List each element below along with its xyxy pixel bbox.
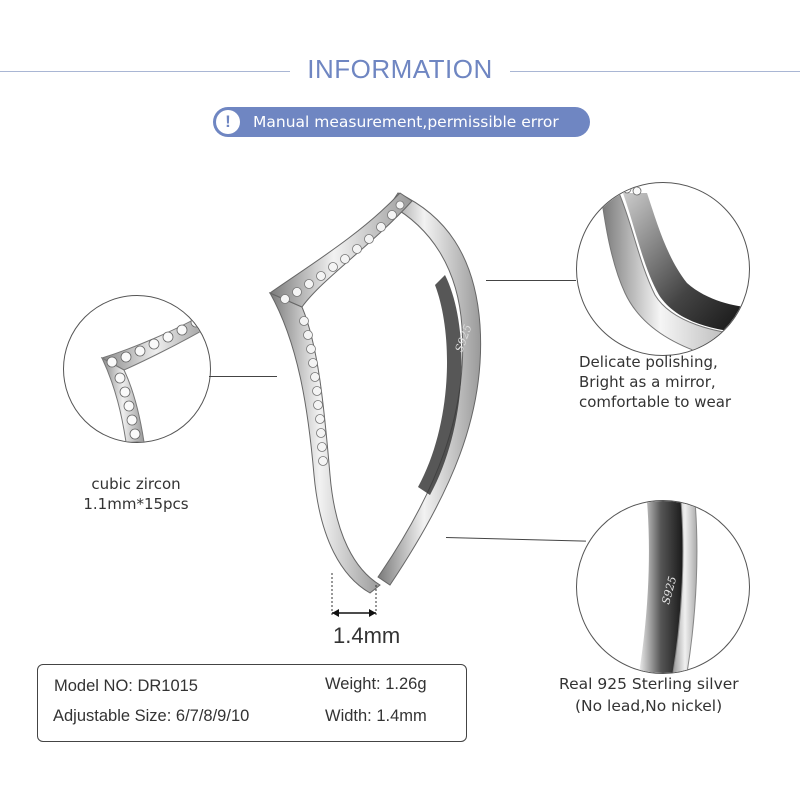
polish-pointer-line [486, 280, 576, 281]
spec-weight: Weight: 1.26g [325, 675, 427, 693]
silver-caption: Real 925 Sterling silver (No lead,No nic… [559, 674, 739, 716]
polish-closeup [576, 182, 750, 356]
zircon-caption-line2: 1.1mm*15pcs [83, 495, 189, 513]
spec-box: Model NO: DR1015 Weight: 1.26g Adjustabl… [37, 664, 467, 742]
exclamation-icon: ! [216, 110, 240, 134]
header-rule-left [0, 71, 290, 72]
zircon-pointer-line [209, 376, 277, 377]
zircon-caption: cubic zircon 1.1mm*15pcs [63, 474, 209, 514]
ring-image: S925 [268, 192, 482, 617]
spec-model: Model NO: DR1015 [54, 677, 198, 695]
polish-caption-line1: Delicate polishing, [579, 353, 718, 371]
width-measurement-label: 1.4mm [333, 623, 401, 648]
notice-badge: ! Manual measurement,permissible error [213, 107, 590, 137]
polish-caption-line2: Bright as a mirror, [579, 373, 716, 391]
silver-caption-line1: Real 925 Sterling silver [559, 675, 739, 693]
polish-caption-line3: comfortable to wear [579, 393, 732, 411]
polish-caption: Delicate polishing, Bright as a mirror, … [579, 352, 731, 412]
spec-width: Width: 1.4mm [325, 707, 427, 725]
zircon-caption-line1: cubic zircon [91, 475, 181, 493]
silver-caption-line2: (No lead,No nickel) [575, 697, 723, 715]
spec-size: Adjustable Size: 6/7/8/9/10 [53, 707, 250, 725]
page-title: INFORMATION [307, 54, 493, 84]
zircon-closeup [63, 295, 211, 443]
silver-closeup: S925 [576, 500, 750, 674]
notice-text: Manual measurement,permissible error [253, 113, 559, 131]
header-rule-right [510, 71, 800, 72]
